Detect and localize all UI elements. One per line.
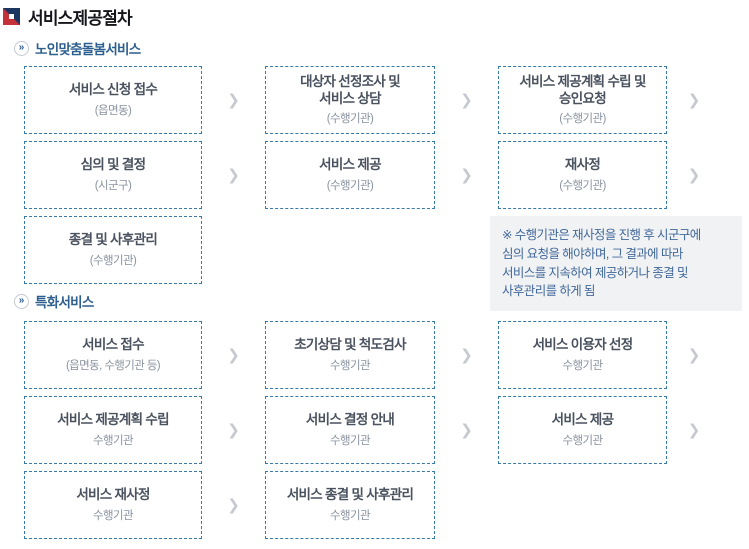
section-heading-text: 노인맞춤돌봄서비스 [35,42,141,57]
flow-step-title: 심의 및 결정 [80,157,146,173]
flow-step-box: 서비스 제공 (수행기관) [265,141,435,209]
double-chevron-icon: » [14,293,29,309]
flow-step-agency: (수행기관) [559,113,606,126]
flow-step-box: 서비스 종결 및 사후관리 수행기관 [265,471,435,539]
flow-step-box: 심의 및 결정 (시군구) [24,141,202,209]
flow-row: 서비스 접수 (읍면동, 수행기관 등) ❯ 초기상담 및 척도검사 수행기관 … [24,321,721,389]
flow-step-box: 서비스 이용자 선정 수행기관 [498,321,667,389]
flow-step-agency: 수행기관 [330,509,371,522]
flow-step-box: 서비스 제공계획 수립 수행기관 [24,396,202,464]
flow-step-agency: (수행기관) [559,179,606,192]
flow-step-title: 종결 및 사후관리 [68,232,158,248]
title-bullet-icon [3,7,20,25]
flow-step-agency: 수행기관 [93,434,134,447]
flow-step-box: 서비스 결정 안내 수행기관 [265,396,435,464]
arrow-right-icon: ❯ [687,92,701,109]
flow-step-agency: 수행기관 [330,434,371,447]
flow-step-title: 서비스 제공계획 수립 및 승인요청 [519,73,646,106]
flow-step-box: 서비스 재사정 수행기관 [24,471,202,539]
flow-row: 종결 및 사후관리 (수행기관) [24,216,721,284]
arrow-right-icon: ❯ [227,497,240,514]
flow-step-title: 서비스 제공계획 수립 [57,412,169,428]
flow-step-title: 서비스 이용자 선정 [532,337,634,353]
flow-step-agency: 수행기관 [562,359,604,372]
flow-step-agency: (시군구) [94,179,132,192]
flow-step-box: 재사정 (수행기관) [498,141,667,209]
arrow-right-icon: ❯ [460,167,473,184]
arrow-right-icon: ❯ [227,167,240,184]
flow-row: 서비스 신청 접수 (읍면동) ❯ 대상자 선정조사 및 서비스 상담 (수행기… [24,66,721,134]
flow-step-title: 서비스 제공 [319,157,381,173]
flow-step-box: 서비스 신청 접수 (읍면동) [24,66,202,134]
arrow-right-icon: ❯ [687,347,701,364]
flow-step-agency: 수행기관 [562,434,604,447]
flow-section-elderly-care: 서비스 신청 접수 (읍면동) ❯ 대상자 선정조사 및 서비스 상담 (수행기… [24,66,742,311]
flow-step-agency: (수행기관) [326,113,374,126]
arrow-right-icon: ❯ [227,92,240,109]
double-chevron-icon: » [14,40,29,56]
flow-step-agency: (수행기관) [89,254,137,267]
arrow-right-icon: ❯ [460,347,473,364]
flow-step-title: 서비스 접수 [82,337,144,353]
page-title: 서비스제공절차 [28,8,133,28]
flow-step-agency: (읍면동) [94,104,132,117]
flow-step-box: 서비스 제공 수행기관 [498,396,667,464]
arrow-right-icon: ❯ [227,347,240,364]
flow-step-box: 초기상담 및 척도검사 수행기관 [265,321,435,389]
flow-step-title: 대상자 선정조사 및 서비스 상담 [300,73,401,106]
section-heading-elderly-care: » 노인맞춤돌봄서비스 [14,40,749,57]
flow-step-box: 서비스 접수 (읍면동, 수행기관 등) [24,321,202,389]
flow-step-agency: (읍면동, 수행기관 등) [65,359,161,372]
section-heading-specialized: » 특화서비스 [14,293,749,310]
flow-step-agency: 수행기관 [93,509,134,522]
flow-step-title: 서비스 신청 접수 [68,82,158,98]
flow-row: 서비스 제공계획 수립 수행기관 ❯ 서비스 결정 안내 수행기관 ❯ 서비스 … [24,396,721,464]
flow-step-agency: (수행기관) [326,179,374,192]
flow-step-title: 재사정 [564,157,601,173]
section-heading-text: 특화서비스 [35,295,94,310]
flow-step-title: 서비스 종결 및 사후관리 [286,487,414,503]
flow-step-title: 초기상담 및 척도검사 [294,337,406,353]
flow-step-title: 서비스 재사정 [76,487,150,503]
arrow-right-icon: ❯ [227,422,240,439]
arrow-right-icon: ❯ [460,92,473,109]
flow-row: 서비스 재사정 수행기관 ❯ 서비스 종결 및 사후관리 수행기관 [24,471,721,539]
arrow-right-icon: ❯ [687,167,701,184]
flow-step-box: 대상자 선정조사 및 서비스 상담 (수행기관) [265,66,435,134]
flow-step-box: 종결 및 사후관리 (수행기관) [24,216,202,284]
arrow-right-icon: ❯ [460,422,473,439]
arrow-right-icon: ❯ [687,422,701,439]
page-title-row: 서비스제공절차 [0,0,749,28]
flow-step-title: 서비스 결정 안내 [305,412,395,428]
flow-step-title: 서비스 제공 [551,412,614,428]
flow-step-agency: 수행기관 [330,359,371,372]
flow-row: 심의 및 결정 (시군구) ❯ 서비스 제공 (수행기관) ❯ 재사정 (수행기… [24,141,721,209]
flow-section-specialized: 서비스 접수 (읍면동, 수행기관 등) ❯ 초기상담 및 척도검사 수행기관 … [24,321,721,539]
flow-step-box: 서비스 제공계획 수립 및 승인요청 (수행기관) [498,66,667,134]
reassessment-note: ※ 수행기관은 재사정을 진행 후 시군구에 심의 요청을 해야하며, 그 결과… [490,216,742,311]
